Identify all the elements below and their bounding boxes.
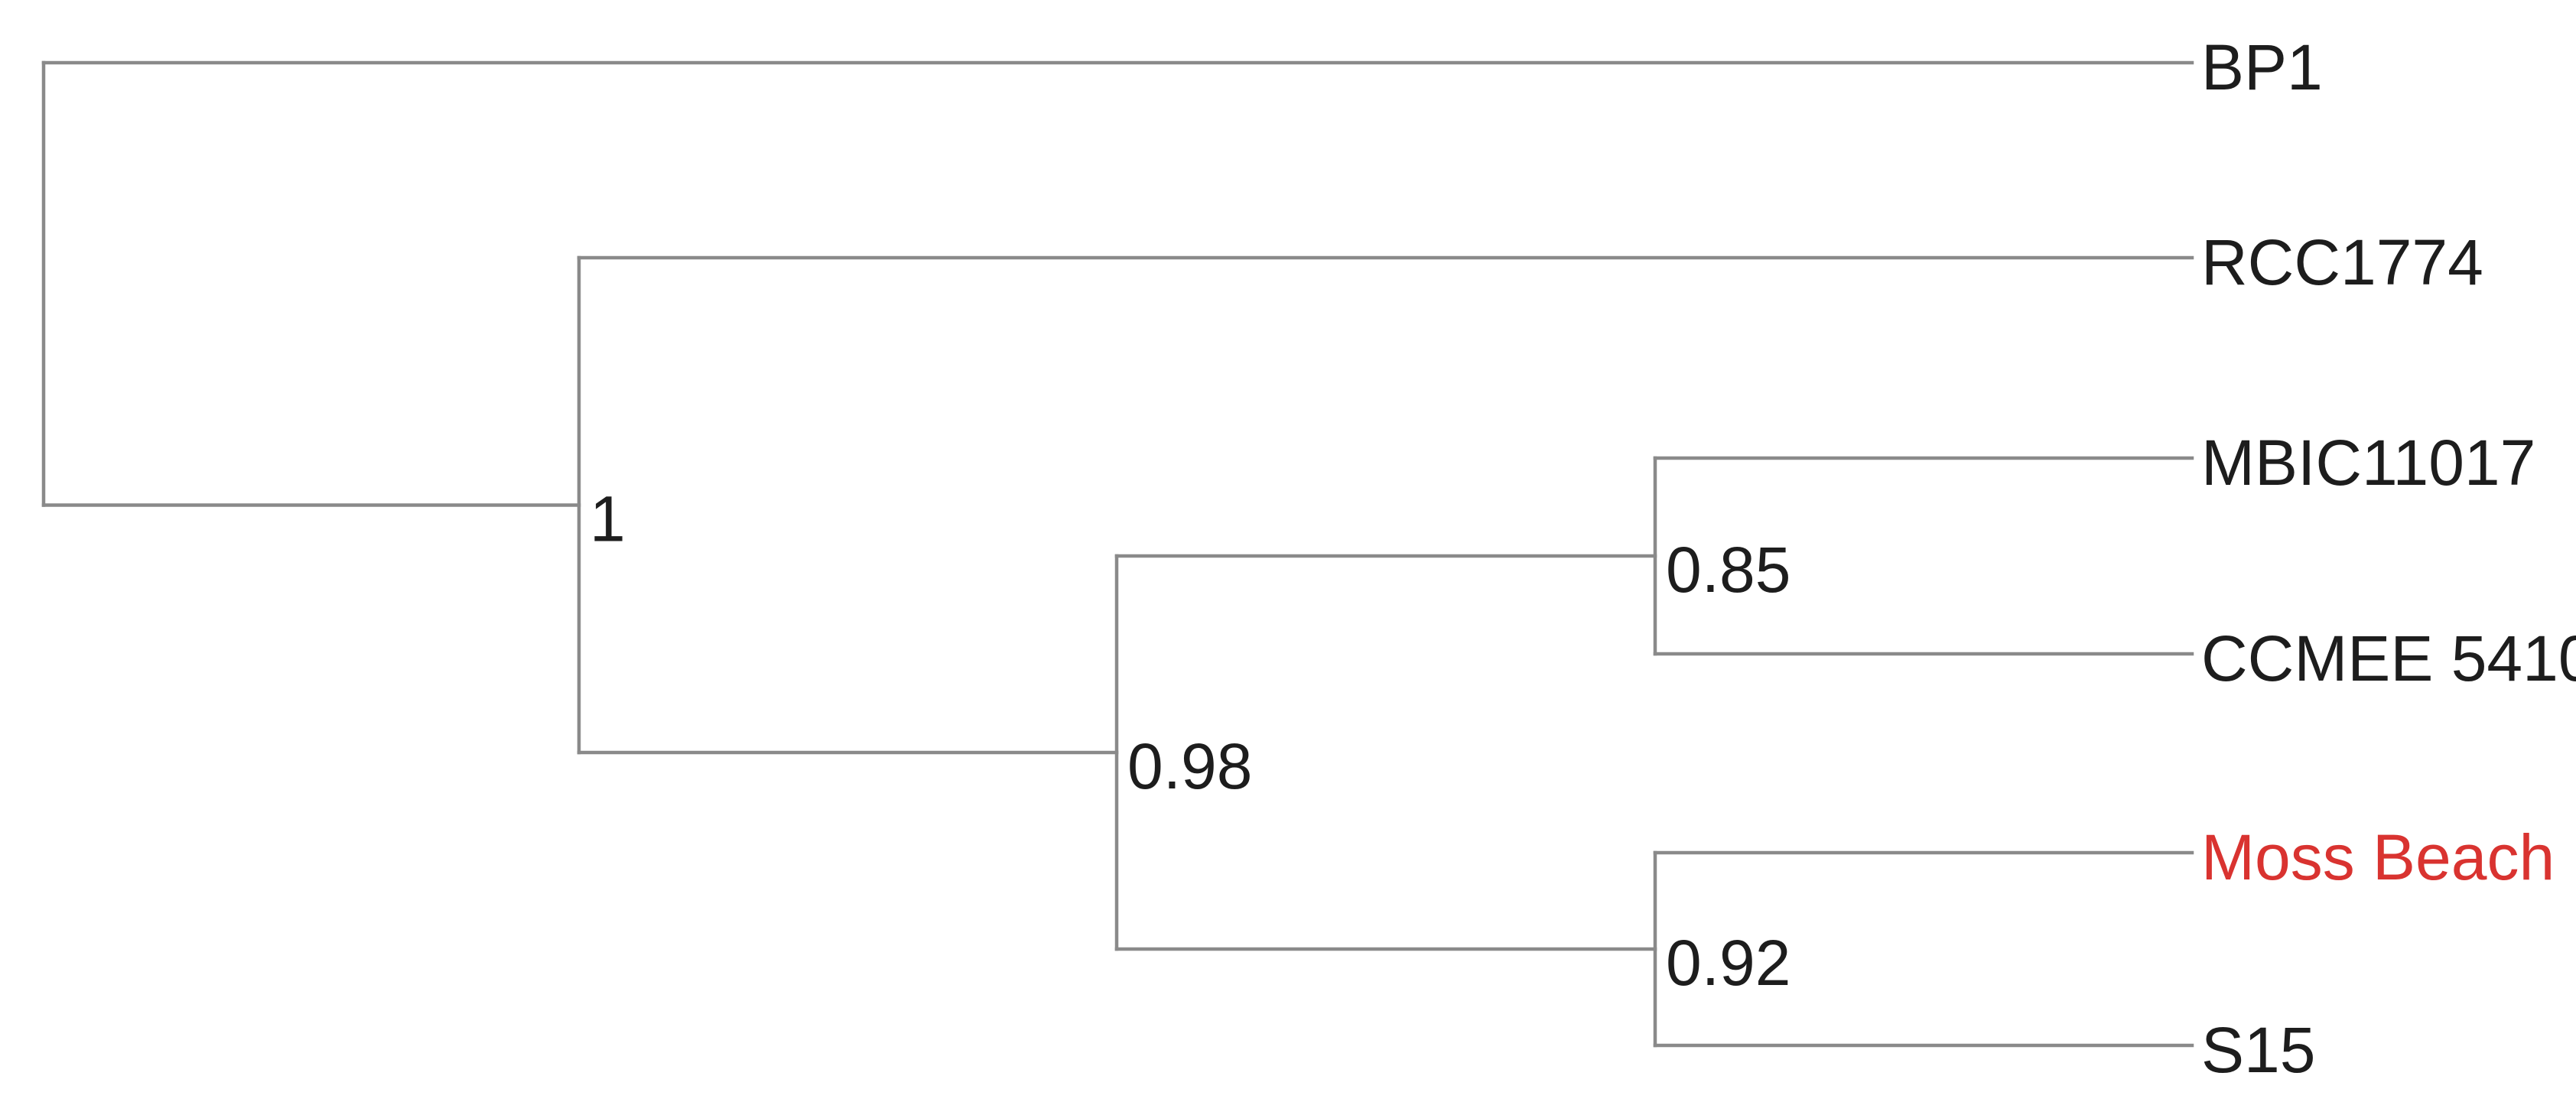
leaf-label-ccmee-5410: CCMEE 5410	[2201, 623, 2576, 694]
support-label-0-98: 0.98	[1127, 730, 1253, 802]
leaf-label-rcc1774: RCC1774	[2201, 226, 2483, 298]
leaf-label-moss-beach: Moss Beach	[2201, 821, 2555, 893]
support-label-0-85: 0.85	[1666, 534, 1791, 606]
support-label-0-92: 0.92	[1666, 927, 1791, 999]
support-label-1: 1	[590, 483, 626, 555]
leaf-label-bp1: BP1	[2201, 31, 2323, 103]
leaf-label-mbic11017: MBIC11017	[2201, 427, 2535, 499]
leaf-label-s15: S15	[2201, 1014, 2315, 1086]
